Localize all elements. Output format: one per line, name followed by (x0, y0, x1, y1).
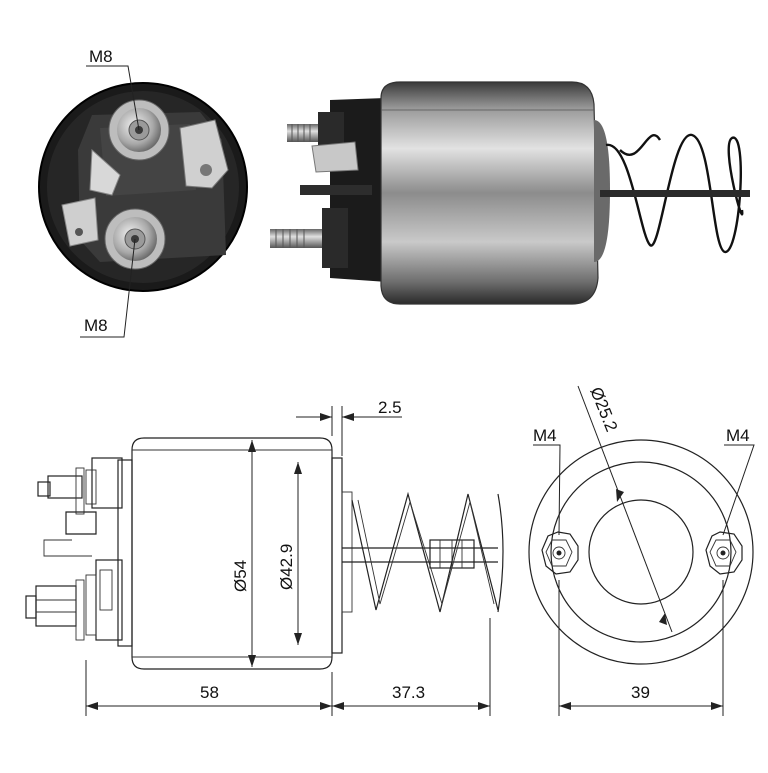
end-view-drawing: M4 M4 Ø25.2 39 (528, 384, 755, 716)
left-mount-hole (541, 531, 579, 575)
top-terminal-label: M8 (89, 47, 113, 66)
lower-bolt (270, 229, 330, 248)
plunger-rod (600, 190, 750, 197)
body-length-label: 58 (200, 683, 219, 702)
right-mount-hole (705, 531, 743, 575)
spring-length-label: 37.3 (392, 683, 425, 702)
inner-diameter-label: Ø42.9 (277, 544, 296, 590)
center-bore-label: Ø25.2 (586, 384, 621, 434)
bottom-terminal-label: M8 (84, 316, 108, 335)
outer-diameter-label: Ø54 (231, 560, 250, 592)
side-view-photo (270, 81, 750, 305)
right-mount-thread-label: M4 (726, 426, 750, 445)
flange-thickness-label: 2.5 (378, 398, 402, 417)
end-view-photo: M8 M8 (38, 47, 248, 338)
side-view-drawing: Ø54 Ø42.9 2.5 58 37.3 (25, 398, 504, 716)
spring-drawing (351, 491, 499, 613)
solenoid-body (380, 81, 599, 305)
mount-spacing-label: 39 (631, 683, 650, 702)
left-mount-thread-label: M4 (533, 426, 557, 445)
